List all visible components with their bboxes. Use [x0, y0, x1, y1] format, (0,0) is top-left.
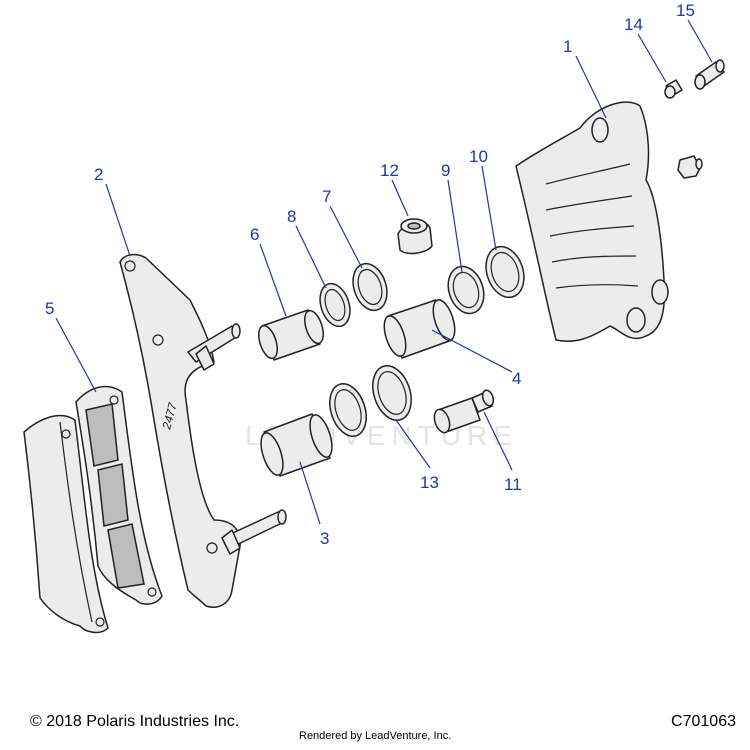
callout-4: 4: [512, 369, 521, 388]
part-10-piston-seal[interactable]: [480, 242, 530, 303]
part-9-piston-seal[interactable]: [442, 262, 489, 318]
leader-line-14: [637, 33, 667, 83]
rendered-by-text: Rendered by LeadVenture, Inc.: [299, 730, 452, 742]
leader-line-12: [391, 179, 409, 217]
part-7-piston-seal[interactable]: [347, 259, 392, 315]
leader-line-6: [259, 243, 287, 317]
callout-13: 13: [420, 473, 439, 492]
part-2-caliper-bracket[interactable]: 2477: [119, 253, 287, 608]
callout-5: 5: [45, 299, 54, 318]
leader-line-15: [687, 19, 713, 63]
callout-6: 6: [250, 225, 259, 244]
leader-line-2: [105, 183, 131, 257]
copyright-text: © 2018 Polaris Industries Inc.: [30, 713, 240, 730]
part-13-piston-seals[interactable]: [323, 361, 417, 441]
callout-2: 2: [94, 165, 103, 184]
part-12-dust-boot[interactable]: [397, 218, 433, 255]
callout-3: 3: [320, 529, 329, 548]
callout-1: 1: [563, 37, 572, 56]
part-15-bleeder-screw[interactable]: [694, 59, 725, 90]
leader-line-3: [299, 461, 321, 525]
part-11-bleeder-valve[interactable]: [432, 389, 496, 435]
part-1-caliper-body[interactable]: [515, 101, 669, 342]
callout-14: 14: [624, 15, 643, 34]
diagram-code: C701063: [671, 713, 736, 730]
callout-8: 8: [287, 207, 296, 226]
leader-line-11: [483, 411, 513, 471]
callout-7: 7: [322, 187, 331, 206]
callout-10: 10: [469, 147, 488, 166]
leader-line-8: [295, 225, 327, 289]
part-3-lower-piston[interactable]: [257, 412, 337, 477]
part-1-fitting[interactable]: [677, 155, 703, 179]
callout-15: 15: [676, 1, 695, 20]
leader-line-13: [395, 419, 431, 469]
part-14-bleeder-cap[interactable]: [664, 79, 683, 99]
part-8-piston-seal[interactable]: [315, 280, 355, 330]
callout-12: 12: [380, 161, 399, 180]
leader-line-7: [329, 205, 363, 269]
leader-line-5: [55, 317, 97, 393]
callout-9: 9: [441, 161, 450, 180]
leader-line-1: [575, 55, 607, 119]
callout-11: 11: [504, 475, 522, 494]
leader-line-9: [447, 179, 463, 273]
part-6-small-piston[interactable]: [255, 308, 327, 361]
part-5-outer-brake-pad[interactable]: [23, 414, 109, 634]
leader-line-10: [481, 165, 497, 251]
part-5-inner-brake-pad[interactable]: [75, 385, 163, 605]
part-4-large-piston[interactable]: [380, 297, 459, 359]
leader-line-4: [431, 329, 513, 373]
